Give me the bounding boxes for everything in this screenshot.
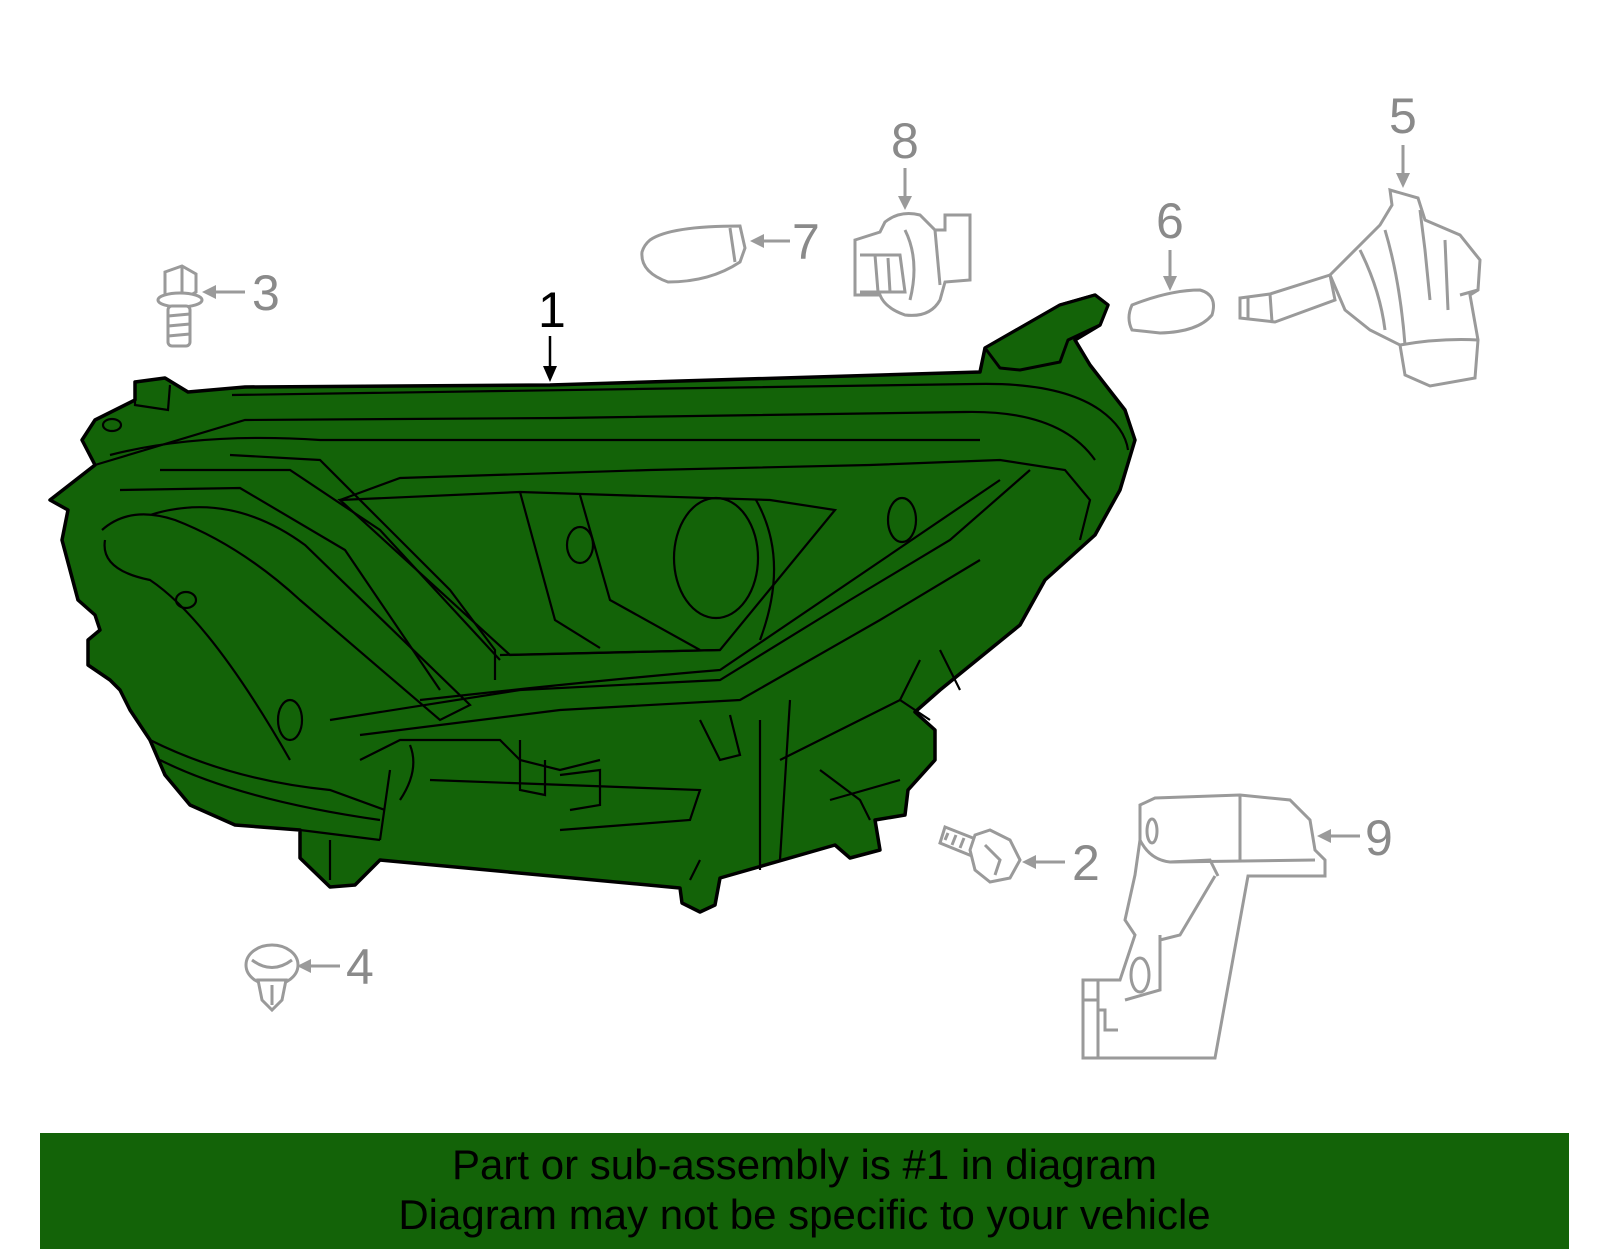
flange-bolt-part-3[interactable] [156, 264, 204, 348]
headlamp-bulb-part-5[interactable] [1238, 187, 1482, 388]
bulb-socket-part-8[interactable] [853, 212, 972, 317]
marker-bulb-part-6[interactable] [1127, 288, 1215, 335]
callout-8-leader [898, 168, 912, 210]
callout-5-label: 5 [1389, 88, 1417, 144]
callout-3-label: 3 [252, 265, 280, 321]
callout-2-leader [1022, 855, 1065, 869]
callout-4-leader [297, 959, 340, 973]
push-clip-part-4[interactable] [244, 943, 300, 1013]
info-banner: Part or sub-assembly is #1 in diagram Di… [40, 1133, 1569, 1249]
banner-line-1: Part or sub-assembly is #1 in diagram [452, 1141, 1157, 1188]
banner-line-2: Diagram may not be specific to your vehi… [398, 1191, 1211, 1238]
callout-9-label: 9 [1365, 810, 1393, 866]
bolt-part-2[interactable] [938, 825, 1022, 884]
callout-9-leader [1317, 829, 1360, 843]
callout-7-label: 7 [792, 214, 820, 270]
callout-5-leader [1396, 145, 1410, 188]
callout-6-leader [1163, 250, 1177, 291]
callout-1-leader [543, 336, 557, 382]
callout-1-label: 1 [538, 282, 566, 338]
bracket-part-9[interactable] [1081, 793, 1327, 1060]
callout-7-leader [750, 234, 790, 248]
callout-4-label: 4 [346, 939, 374, 995]
callout-6-label: 6 [1156, 193, 1184, 249]
bulb-part-7[interactable] [640, 224, 747, 284]
callout-8-label: 8 [891, 113, 919, 169]
headlamp-assembly-part-1[interactable] [48, 293, 1137, 914]
callout-3-leader [202, 285, 245, 299]
callout-2-label: 2 [1072, 835, 1100, 891]
